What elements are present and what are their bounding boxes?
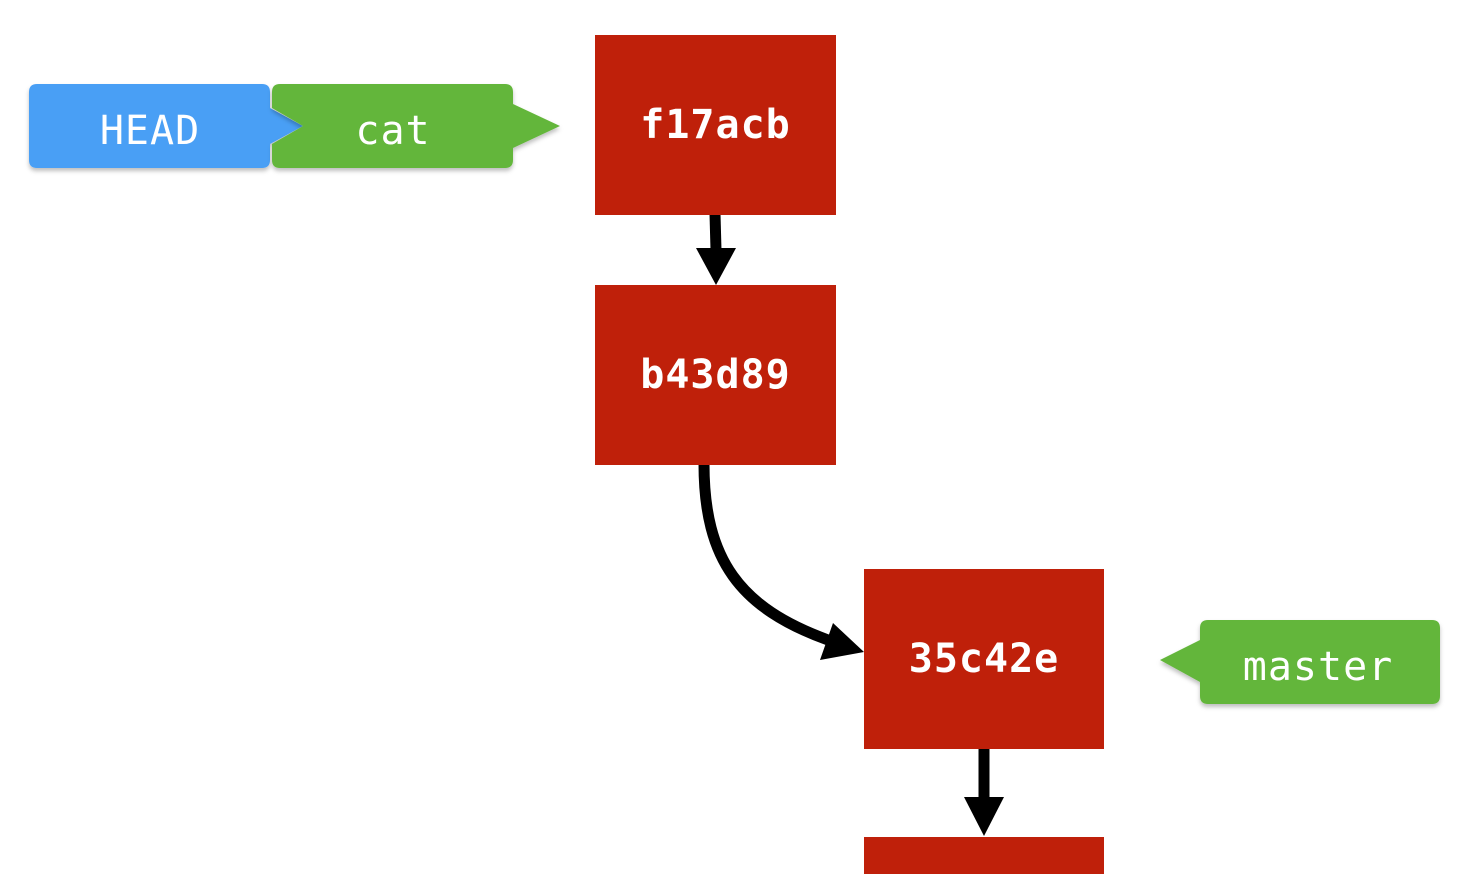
commit-hash: 35c42e	[908, 636, 1060, 682]
commit-node: 35c42e	[864, 569, 1104, 749]
cat-branch-shape	[272, 84, 560, 168]
head-ref: HEAD	[29, 84, 303, 168]
edge-35c42e-next	[964, 748, 1004, 836]
master-branch-label: master	[1243, 644, 1394, 690]
commit-node: b43d89	[595, 285, 836, 465]
commit-node: f17acb	[595, 35, 836, 215]
commit-hash: b43d89	[640, 352, 791, 398]
edge-f17acb-b43d89	[696, 213, 736, 285]
master-branch-ref: master	[1160, 620, 1440, 704]
master-branch-shape	[1160, 620, 1440, 704]
cat-branch-ref: cat	[272, 84, 560, 168]
head-ref-shape	[29, 84, 303, 168]
commit-node	[864, 837, 1104, 874]
cat-branch-label: cat	[355, 108, 430, 154]
edge-b43d89-35c42e	[698, 463, 864, 660]
commit-hash: f17acb	[640, 102, 791, 148]
head-ref-label: HEAD	[100, 108, 200, 154]
